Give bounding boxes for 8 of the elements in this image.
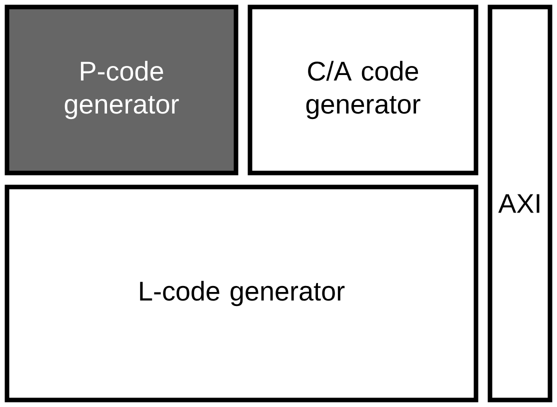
box-label: L-code generator (140, 280, 345, 306)
box-label: AXI (498, 194, 540, 213)
generator-box (488, 4, 552, 402)
box-label: C/A code generator (306, 60, 420, 120)
box-label: P-code generator (64, 60, 179, 120)
generator-box (4, 184, 478, 402)
generator-box (248, 4, 478, 176)
generator-box (4, 4, 238, 176)
